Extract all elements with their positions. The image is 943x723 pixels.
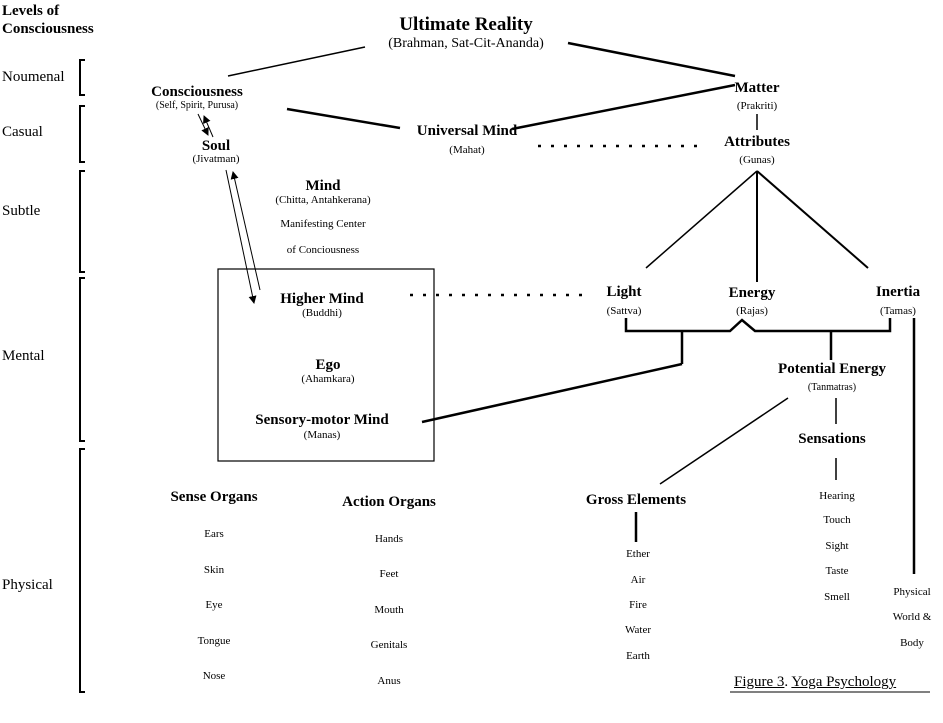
gross-element-item: Ether [626,548,650,560]
node-soul-title: Soul [201,138,231,154]
levels-header: Levels of Consciousness [2,3,94,37]
sense-organ-item: Ears [204,528,224,540]
node-inertia-title: Inertia [875,284,921,300]
level-brackets [79,59,85,693]
physical-world-line: World & [892,611,932,623]
line-attributes-inertia [756,170,869,269]
gross-elements-title: Gross Elements [585,492,687,508]
action-organ-item: Feet [379,568,399,580]
sensation-item: Taste [825,565,849,577]
arrow-soul-consciousness [203,115,214,138]
level-mental: Mental [2,348,45,364]
gunas-bracket [624,318,892,333]
line-attributes-light [645,170,758,269]
node-higher-mind-title: Higher Mind [280,291,364,307]
level-casual: Casual [2,124,43,140]
node-soul-sub: (Jivatman) [192,153,240,165]
action-organ-item: Mouth [374,604,404,616]
caption-prefix: Figure 3 [734,674,785,690]
physical-world-line: Body [900,637,924,649]
line-consciousness-universal [286,107,401,130]
sense-organs-title: Sense Organs [170,489,258,505]
node-ultimate-reality-sub: (Brahman, Sat-Cit-Ananda) [388,36,544,51]
mind-box [217,268,435,462]
node-matter-sub: (Prakriti) [736,100,778,112]
node-mind-sub: (Chitta, Antahkerana) [275,194,371,206]
arrow-soul-highermind [225,169,257,304]
gross-element-item: Air [630,574,646,586]
line-potential-gross [659,397,789,485]
line-ultimate-matter [567,41,736,78]
action-organ-item: Genitals [370,639,408,651]
caption-sep: . [784,674,792,690]
sensation-item: Smell [824,591,850,603]
level-physical: Physical [2,577,53,593]
sensation-item: Sight [825,540,849,552]
node-ego-sub: (Ahamkara) [301,373,355,385]
line-ultimate-consciousness [227,46,366,77]
gross-element-item: Fire [629,599,647,611]
node-mind-line1: Manifesting Center [280,218,366,230]
sense-organ-item: Tongue [197,635,231,647]
level-noumenal: Noumenal [2,69,65,85]
node-attributes-title: Attributes [724,134,790,150]
arrow-consciousness-soul [197,113,209,136]
figure-caption: Figure 3. Yoga Psychology [734,675,896,690]
action-organs-title: Action Organs [342,494,436,510]
node-higher-mind-sub: (Buddhi) [302,307,342,319]
action-organ-item: Anus [377,675,401,687]
node-potential-energy-sub: (Tanmatras) [807,382,857,393]
line-gunas-sensory-mind [421,362,683,424]
gross-element-item: Water [625,624,651,636]
node-energy-sub: (Rajas) [736,305,768,317]
node-consciousness-title: Consciousness [151,84,243,100]
sense-organ-item: Skin [203,564,225,576]
caption-title: Yoga Psychology [791,674,897,690]
sense-organ-item: Eye [205,599,223,611]
node-energy-title: Energy [728,285,776,301]
node-light-sub: (Sattva) [606,305,642,317]
gross-element-item: Earth [626,650,650,662]
node-ego-title: Ego [315,357,341,373]
sensation-item: Touch [823,514,851,526]
sensation-item: Hearing [819,490,855,502]
node-sensory-mind-title: Sensory-motor Mind [255,412,389,428]
action-organ-item: Hands [374,533,404,545]
node-sensations-title: Sensations [798,431,866,447]
node-ultimate-reality-title: Ultimate Reality [399,14,533,35]
node-inertia-sub: (Tamas) [880,305,916,317]
node-mind-line2: of Conciousness [286,244,360,256]
node-potential-energy-title: Potential Energy [778,361,886,377]
node-universal-mind-sub: (Mahat) [449,144,485,156]
line-universal-matter [511,83,736,131]
arrow-highermind-soul [230,171,261,291]
node-matter-title: Matter [734,80,780,96]
node-consciousness-sub: (Self, Spirit, Purusa) [155,100,239,111]
node-attributes-sub: (Gunas) [739,154,775,166]
node-sensory-mind-sub: (Manas) [303,429,341,441]
level-subtle: Subtle [2,203,41,219]
sense-organ-item: Nose [202,670,226,682]
node-universal-mind-title: Universal Mind [416,123,518,139]
node-light-title: Light [606,284,642,300]
physical-world-line: Physical [893,586,931,598]
node-mind-title: Mind [305,178,341,194]
